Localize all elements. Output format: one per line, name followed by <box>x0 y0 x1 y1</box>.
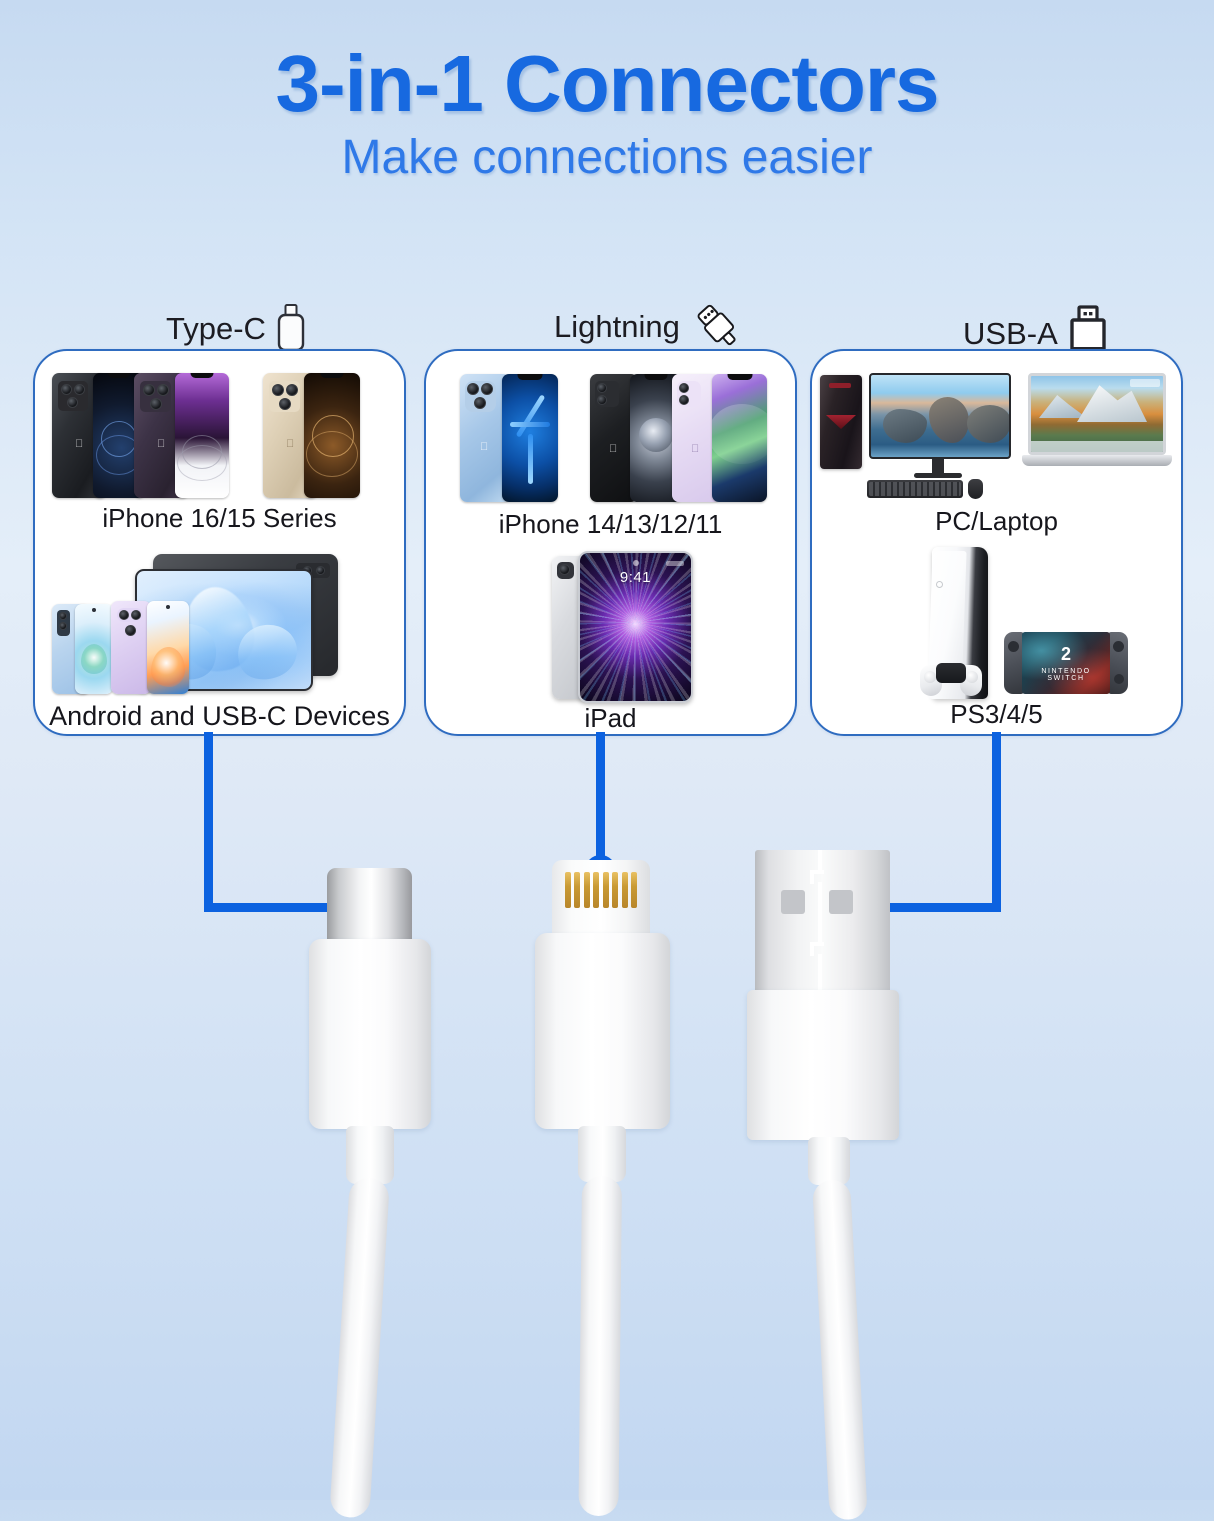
card-label-pc-laptop: PC/Laptop <box>935 506 1058 536</box>
lightning-pin <box>631 872 638 908</box>
device-dualsense-controller <box>920 659 982 697</box>
card-label-iphone-series: iPhone 16/15 Series <box>102 503 337 533</box>
device-android-phone-orange <box>147 601 189 694</box>
page-subtitle: Make connections easier <box>341 131 873 184</box>
column-heading-label: USB-A <box>963 316 1058 351</box>
wire-lightning-vertical <box>596 732 605 872</box>
device-iphone-13-pro-front <box>502 374 558 502</box>
device-desktop-tower <box>820 375 862 469</box>
wire-type-c-horizontal <box>204 903 370 912</box>
card-type-c[interactable]:    <box>33 349 406 736</box>
column-heading-label: Type-C <box>166 311 266 346</box>
switch-logo-subtitle: NINTENDO SWITCH <box>1041 668 1091 682</box>
column-heading-type-c: Type-C <box>166 303 306 355</box>
usb-c-cord <box>329 1176 390 1519</box>
usb-a-contact-pad <box>781 890 805 914</box>
card-usb-a[interactable]: PC/Laptop 2 NINTENDO SWITCH <box>810 349 1183 736</box>
device-iphone-15-purple-front <box>175 373 229 498</box>
lightning-strain-relief <box>578 1126 626 1182</box>
wire-type-c-vertical <box>204 732 213 912</box>
card-label-ipad: iPad <box>584 703 637 733</box>
usb-c-housing <box>309 939 431 1129</box>
device-keyboard <box>867 480 963 498</box>
device-laptop-macbook <box>1022 373 1172 469</box>
lightning-pin-row <box>563 872 639 908</box>
usb-a-strain-relief <box>808 1137 850 1185</box>
lightning-plug-icon <box>690 301 746 353</box>
usb-a-housing <box>747 990 899 1140</box>
lightning-pin <box>593 872 600 908</box>
switch-logo-badge: 2 <box>1060 644 1071 664</box>
device-iphone-13-pro-sierra-blue:  <box>460 374 510 502</box>
column-heading-lightning: Lightning <box>554 301 746 353</box>
device-nintendo-switch-2: 2 NINTENDO SWITCH <box>1004 632 1128 694</box>
lightning-pin <box>564 872 571 908</box>
lightning-pin <box>602 872 609 908</box>
lightning-pin <box>621 872 628 908</box>
usb-a-metal-shell <box>755 850 890 996</box>
column-heading-label: Lightning <box>554 309 680 344</box>
device-iphone-14-purple-front <box>712 374 767 502</box>
card-label-playstation: PS3/4/5 <box>950 699 1043 729</box>
lightning-pin <box>574 872 581 908</box>
lightning-pin <box>583 872 590 908</box>
card-lightning[interactable]:    iPhone 14/13/12/11 <box>424 349 797 736</box>
lightning-pin <box>612 872 619 908</box>
device-monitor <box>869 373 1011 459</box>
usb-a-cord <box>812 1179 868 1521</box>
ipad-status-time: 9:41 <box>619 569 652 586</box>
usb-c-plug-icon <box>276 303 306 355</box>
card-label-iphone-lightning: iPhone 14/13/12/11 <box>498 509 723 539</box>
card-label-android-devices: Android and USB-C Devices <box>49 701 390 731</box>
device-ipad-pro-silver: 9:41 <box>578 551 693 703</box>
wire-usb-a-horizontal <box>816 903 1001 912</box>
lightning-cord <box>578 1175 622 1517</box>
lightning-housing <box>535 933 670 1129</box>
device-mouse <box>968 479 983 499</box>
device-android-phone-lilac <box>111 601 151 694</box>
device-android-phone-blue-front <box>75 604 113 694</box>
device-playstation-5-console <box>920 547 997 699</box>
wire-usb-a-vertical <box>992 732 1001 912</box>
device-iphone-16-gold-front <box>304 373 360 498</box>
usb-c-strain-relief <box>346 1126 394 1184</box>
usb-a-contact-pad <box>829 890 853 914</box>
page-title: 3-in-1 Connectors <box>275 39 939 128</box>
